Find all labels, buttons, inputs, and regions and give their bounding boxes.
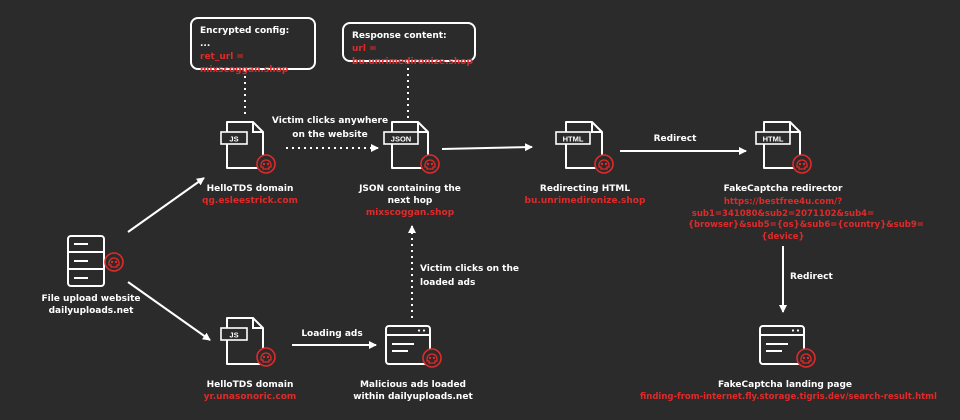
landing-domain: finding-from-internet.fly.storage.tigris… bbox=[640, 392, 937, 402]
server-icon bbox=[67, 235, 105, 287]
arrow-json-to-html bbox=[441, 143, 533, 152]
svg-text:JSON: JSON bbox=[391, 135, 411, 144]
skull-badge-icon bbox=[104, 252, 124, 272]
edge-label-victim-clicks-website: Victim clicks anywhere on the website bbox=[270, 114, 390, 142]
skull-badge-icon bbox=[256, 154, 276, 174]
edge-label-victim-clicks-ads-line1: Victim clicks on the bbox=[420, 264, 519, 274]
response-value: url = bu.unrimedironize.shop bbox=[352, 44, 473, 67]
browser-window-icon bbox=[759, 325, 805, 365]
json-name-line1: JSON containing the bbox=[359, 184, 461, 194]
redirector-url: https://bestfree4u.com/? sub1=341080&sub… bbox=[688, 197, 924, 243]
skull-badge-icon bbox=[420, 154, 440, 174]
ads-name-line2: within dailyuploads.net bbox=[353, 392, 473, 402]
edge-label-victim-clicks-ads: Victim clicks on the loaded ads bbox=[420, 262, 530, 290]
redirector-label: FakeCaptcha redirector bbox=[713, 183, 853, 195]
skull-badge-icon bbox=[256, 347, 276, 367]
encrypted-config-callout: Encrypted config: ... ret_url = mixscogg… bbox=[190, 17, 316, 75]
skull-badge-icon bbox=[422, 348, 442, 368]
redirector-url-line2: sub1=341080&sub2=2071102&sub4= bbox=[691, 208, 875, 219]
tds-bottom-label: HelloTDS domain yr.unasonoric.com bbox=[180, 379, 320, 403]
edge-label-victim-clicks-website-line1: Victim clicks anywhere bbox=[271, 116, 389, 126]
config-title: Encrypted config: bbox=[200, 26, 290, 36]
json-name-line2: next hop bbox=[387, 196, 433, 206]
document-icon: JSON bbox=[383, 121, 429, 169]
redirector-url-line1: https://bestfree4u.com/? bbox=[723, 197, 843, 207]
edge-label-victim-clicks-ads-line2: loaded ads bbox=[420, 278, 476, 288]
redirect-html-domain: bu.unrimedironize.shop bbox=[524, 196, 646, 206]
config-dots: ... bbox=[200, 39, 211, 49]
ads-label: Malicious ads loaded within dailyuploads… bbox=[348, 379, 478, 403]
response-content-callout: Response content: url = bu.unrimedironiz… bbox=[342, 22, 476, 67]
edge-label-loading-ads: Loading ads bbox=[301, 329, 363, 339]
json-label: JSON containing the next hop mixscoggan.… bbox=[350, 183, 470, 219]
arrow-upload-to-tds-bottom bbox=[127, 281, 211, 341]
redirector-url-line4: {device} bbox=[761, 231, 805, 242]
landing-label: FakeCaptcha landing page finding-from-in… bbox=[640, 379, 937, 403]
tds-top-name: HelloTDS domain bbox=[206, 184, 294, 194]
svg-text:HTML: HTML bbox=[763, 135, 784, 144]
skull-badge-icon bbox=[594, 154, 614, 174]
document-icon: HTML bbox=[755, 121, 801, 169]
config-value: ret_url = mixscoggan.shop bbox=[200, 52, 289, 75]
document-icon: HTML bbox=[555, 121, 603, 169]
svg-text:HTML: HTML bbox=[563, 135, 584, 144]
landing-name: FakeCaptcha landing page bbox=[717, 380, 853, 390]
arrow-upload-to-tds-top bbox=[127, 177, 205, 233]
tds-top-domain: qg.esleestrick.com bbox=[202, 196, 298, 206]
skull-badge-icon bbox=[792, 154, 812, 174]
response-title: Response content: bbox=[352, 31, 447, 41]
upload-label: File upload website dailyuploads.net bbox=[36, 293, 146, 317]
skull-badge-icon bbox=[796, 348, 816, 368]
ads-name-line1: Malicious ads loaded bbox=[359, 380, 467, 390]
edge-label-redirect-1: Redirect bbox=[653, 134, 697, 144]
svg-text:JS: JS bbox=[229, 135, 238, 144]
svg-text:JS: JS bbox=[229, 331, 238, 340]
edge-label-redirect-2: Redirect bbox=[790, 272, 833, 282]
redirector-name: FakeCaptcha redirector bbox=[723, 184, 843, 194]
tds-bottom-name: HelloTDS domain bbox=[206, 380, 294, 390]
document-icon: JS bbox=[220, 317, 264, 365]
redirect-html-label: Redirecting HTML bu.unrimedironize.shop bbox=[520, 183, 650, 207]
edge-label-victim-clicks-website-line2: on the website bbox=[292, 130, 368, 140]
redirector-url-line3: {browser}&sub5={os}&sub6={country}&sub9= bbox=[688, 220, 924, 230]
tds-top-label: HelloTDS domain qg.esleestrick.com bbox=[180, 183, 320, 207]
document-icon: JS bbox=[220, 121, 264, 169]
upload-name: File upload website bbox=[41, 294, 141, 304]
json-domain: mixscoggan.shop bbox=[365, 208, 455, 218]
redirect-html-name: Redirecting HTML bbox=[539, 184, 631, 194]
tds-bottom-domain: yr.unasonoric.com bbox=[203, 392, 297, 402]
upload-domain: dailyuploads.net bbox=[48, 306, 134, 316]
browser-window-icon bbox=[385, 325, 431, 365]
